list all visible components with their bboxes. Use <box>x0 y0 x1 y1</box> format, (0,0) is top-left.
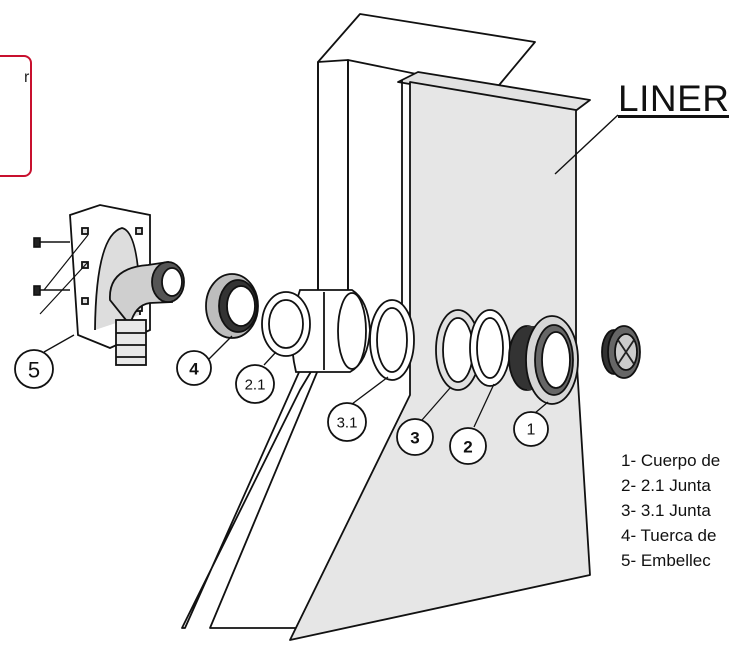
callout-circle-1 <box>513 411 549 447</box>
callout-circle-2-1 <box>235 364 275 404</box>
legend-item-4: 4- Tuerca de <box>621 526 717 545</box>
callout-circle-2 <box>449 427 487 465</box>
legend-item-3: 3- 3.1 Junta <box>621 501 711 520</box>
callout-box <box>0 55 32 177</box>
parts-legend: 1- Cuerpo de 2- 2.1 Junta 3- 3.1 Junta 4… <box>621 448 720 573</box>
callout-label-2-1: 2.1 <box>245 377 266 394</box>
part-1-body <box>508 315 579 405</box>
callout-label-4: 4 <box>189 360 199 379</box>
liner-pointer-line <box>554 114 619 175</box>
part-2-gasket <box>469 309 511 387</box>
legend-item-2: 2- 2.1 Junta <box>621 476 711 495</box>
callout-label-1: 1 <box>527 422 536 439</box>
callout-label-5: 5 <box>28 358 40 383</box>
part-2-1-gasket <box>261 291 311 357</box>
callout-label-3-1: 3.1 <box>337 415 358 432</box>
screws <box>33 234 89 315</box>
liner-label: LINER <box>618 78 729 119</box>
callout-label-2: 2 <box>463 438 472 457</box>
callout-circles <box>14 349 549 465</box>
wall-pipe <box>290 289 371 373</box>
leader-lines <box>43 334 549 428</box>
callout-circle-3-1 <box>327 402 367 442</box>
callout-circle-4 <box>176 350 212 386</box>
grille-fitting <box>601 325 641 379</box>
callout-label-3: 3 <box>410 429 419 448</box>
callout-circle-3 <box>396 418 434 456</box>
part-5-trim-plate <box>69 204 185 366</box>
part-4-nut <box>205 273 259 339</box>
callout-text: r <box>24 69 30 86</box>
legend-item-1: 1- Cuerpo de <box>621 451 721 470</box>
part-3-1-gasket <box>369 299 415 381</box>
callout-circle-5 <box>14 349 54 389</box>
legend-item-5: 5- Embellec <box>621 551 711 570</box>
